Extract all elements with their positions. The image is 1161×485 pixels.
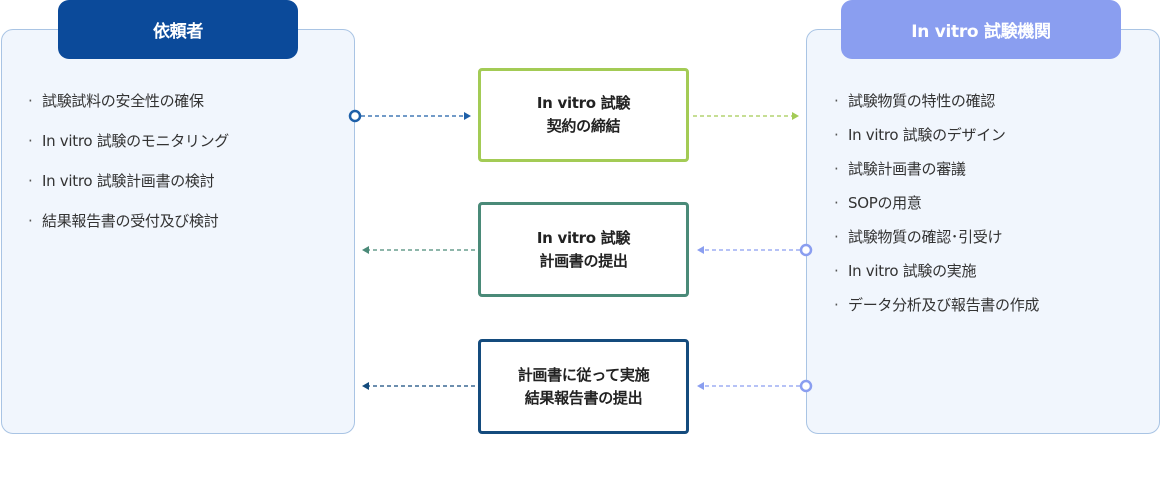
client-task-item: 試験試料の安全性の確保 [28,90,229,130]
client-task-list: 試験試料の安全性の確保 In vitro 試験のモニタリング In vitro … [28,90,229,250]
facility-task-item: 試験計画書の審議 [834,158,1039,192]
facility-task-item: 試験物質の確認･引受け [834,226,1039,260]
step-contract-line1: In vitro 試験 [536,94,631,112]
step-plan-submission-box: In vitro 試験 計画書の提出 [478,202,689,297]
arrowhead-icon [697,382,704,390]
step-execution-report-box: 計画書に従って実施 結果報告書の提出 [478,339,689,434]
step-plan-submission-line2: 計画書の提出 [539,251,628,270]
facility-task-item: In vitro 試験の実施 [834,260,1039,294]
step-contract-line2: 契約の締結 [546,117,621,135]
step-execution-report-line1: 計画書に従って実施 [517,365,650,384]
step-execution-report-line2: 結果報告書の提出 [524,388,643,407]
connector-dot [799,379,813,393]
arrowhead-icon [792,112,799,120]
arrowhead-icon [464,112,471,120]
facility-task-item: SOPの用意 [834,192,1039,226]
step-plan-submission-line1: In vitro 試験 [536,228,631,247]
client-header: 依頼者 [58,0,298,59]
facility-task-item: 試験物質の特性の確認 [834,90,1039,124]
arrowhead-icon [697,246,704,254]
facility-task-list: 試験物質の特性の確認 In vitro 試験のデザイン 試験計画書の審議 SOP… [834,90,1039,328]
facility-task-item: データ分析及び報告書の作成 [834,294,1039,328]
client-task-item: 結果報告書の受付及び検討 [28,210,229,250]
client-task-item: In vitro 試験のモニタリング [28,130,229,170]
client-task-item: In vitro 試験計画書の検討 [28,170,229,210]
connector-dot [348,109,362,123]
facility-task-item: In vitro 試験のデザイン [834,124,1039,158]
step-contract-box: In vitro 試験 契約の締結 [478,68,689,162]
arrowhead-icon [362,246,369,254]
connector-dot [799,243,813,257]
arrowhead-icon [362,382,369,390]
facility-header: In vitro 試験機関 [841,0,1121,59]
